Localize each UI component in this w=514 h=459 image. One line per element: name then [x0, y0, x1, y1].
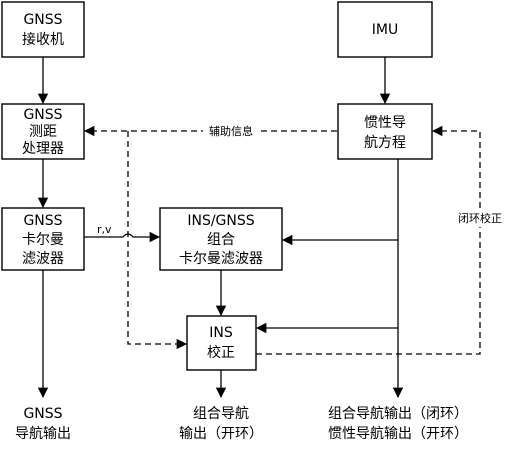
gnss-ranging-line-3: 处理器 — [22, 141, 64, 157]
gnss-receiver-line-1: GNSS — [23, 12, 62, 28]
gnss-kalman-line-3: 滤波器 — [22, 251, 64, 267]
closed-loop-label-bg — [452, 209, 508, 227]
ins-correction-box: INS 校正 — [186, 315, 257, 371]
gnss-navigation-output: GNSS 导航输出 — [15, 406, 71, 442]
inertial-navigation-equation-box: 惯性导 航方程 — [337, 103, 433, 160]
gnss-ranging-processor-box: GNSS 测距 处理器 — [1, 103, 85, 160]
gnss-kalman-filter-box: GNSS 卡尔曼 滤波器 — [1, 207, 85, 271]
gnss-receiver-line-2: 接收机 — [22, 31, 64, 48]
ins-correction-line-2: 校正 — [207, 344, 235, 361]
open-output-line-2: 输出（开环） — [179, 426, 263, 442]
edge-aiding-to-correction — [127, 131, 188, 350]
edge-rv-to-ins-gnss-kalman — [84, 231, 161, 243]
gnss-ranging-line-2: 测距 — [29, 124, 57, 140]
gnss-ranging-line-1: GNSS — [23, 107, 62, 123]
ins-gnss-kalman-line-1: INS/GNSS — [187, 213, 254, 229]
edge-closed-loop-correction — [256, 125, 481, 355]
ins-equation-line-1: 惯性导 — [364, 114, 406, 131]
rv-label: r,v — [97, 223, 112, 236]
open-output-line-1: 组合导航 — [193, 406, 249, 422]
closed-loop-correction-label: 闭环校正 — [458, 211, 502, 225]
closed-output-line-2: 惯性导航输出（开环） — [328, 425, 468, 442]
gnss-kalman-line-2: 卡尔曼 — [22, 232, 64, 248]
ins-gnss-kalman-line-3: 卡尔曼滤波器 — [179, 251, 263, 267]
imu-box: IMU — [337, 1, 433, 58]
gnss-output-line-2: 导航输出 — [15, 426, 71, 442]
ins-equation-line-2: 航方程 — [364, 135, 406, 151]
integrated-open-loop-output: 组合导航 输出（开环） — [179, 406, 263, 442]
integrated-closed-loop-output: 组合导航输出（闭环） 惯性导航输出（开环） — [328, 406, 468, 442]
gnss-kalman-line-1: GNSS — [23, 213, 62, 229]
ins-gnss-kalman-line-2: 组合 — [207, 232, 235, 248]
imu-label: IMU — [372, 22, 398, 38]
aiding-info-label: 辅助信息 — [209, 124, 253, 138]
ins-gnss-kalman-filter-box: INS/GNSS 组合 卡尔曼滤波器 — [159, 207, 283, 271]
gnss-output-line-1: GNSS — [23, 406, 62, 422]
aiding-info-label-bg — [203, 123, 259, 139]
closed-output-line-1: 组合导航输出（闭环） — [328, 406, 468, 422]
gnss-receiver-box: GNSS 接收机 — [1, 1, 85, 58]
ins-correction-line-1: INS — [209, 325, 233, 341]
